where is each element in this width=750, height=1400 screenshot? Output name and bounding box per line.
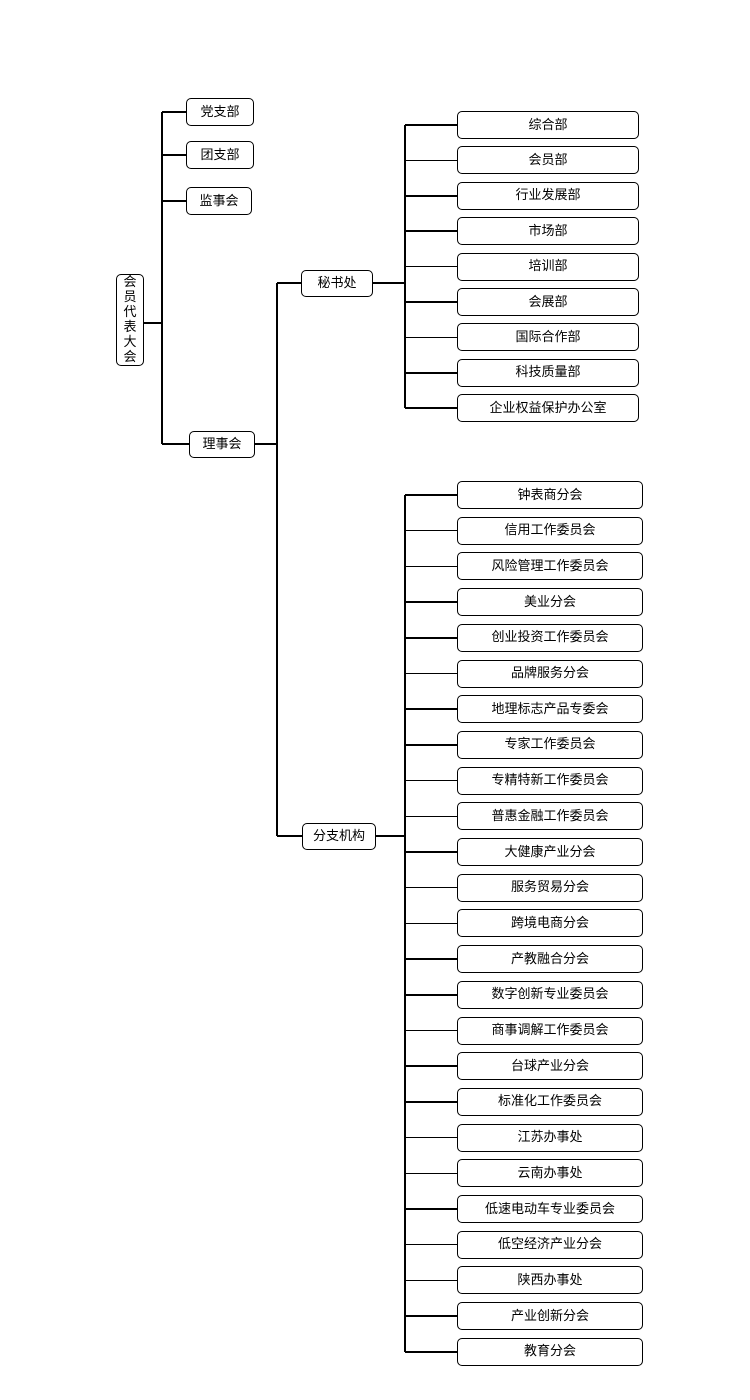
department-connector [405, 407, 457, 409]
party-connector [162, 154, 186, 156]
department-connector [405, 372, 457, 374]
branch-node-12: 服务贸易分会 [457, 873, 643, 902]
branches-connector [277, 835, 302, 837]
department-node-4: 市场部 [457, 217, 639, 246]
branch-connector [405, 1136, 457, 1139]
branch-node-15: 数字创新专业委员会 [457, 980, 643, 1009]
branch-connector [405, 1101, 457, 1103]
branch-node-8: 专家工作委员会 [457, 730, 643, 759]
party-node-2: 团支部 [186, 141, 254, 169]
branch-connector [405, 815, 457, 818]
branch-node-18: 标准化工作委员会 [457, 1087, 643, 1116]
branch-connector [405, 529, 457, 532]
branch-node-17: 台球产业分会 [457, 1052, 643, 1081]
branches-node: 分支机构 [302, 823, 376, 850]
council-connector [162, 443, 189, 445]
branch-connector [405, 494, 457, 496]
council-spine [276, 283, 278, 836]
department-connector [405, 230, 457, 232]
branch-node-20: 云南办事处 [457, 1159, 643, 1188]
branch-connector [405, 958, 457, 960]
branch-node-10: 普惠金融工作委员会 [457, 802, 643, 831]
branch-connector [405, 922, 457, 925]
secretariat-out [373, 282, 405, 284]
branch-node-1: 钟表商分会 [457, 481, 643, 509]
secretariat-connector [277, 282, 301, 284]
branch-node-3: 风险管理工作委员会 [457, 552, 643, 581]
branch-connector [405, 994, 457, 996]
branch-connector [405, 886, 457, 889]
department-connector [405, 265, 457, 268]
branch-node-14: 产教融合分会 [457, 945, 643, 974]
council-node: 理事会 [189, 431, 255, 458]
department-connector [405, 301, 457, 303]
root-connector [144, 322, 162, 324]
branch-connector [405, 851, 457, 853]
branch-node-11: 大健康产业分会 [457, 838, 643, 866]
branch-connector [405, 1172, 457, 1175]
department-connector [405, 195, 457, 197]
department-node-2: 会员部 [457, 146, 639, 175]
branch-node-21: 低速电动车专业委员会 [457, 1195, 643, 1223]
branch-node-13: 跨境电商分会 [457, 909, 643, 938]
department-connector [405, 159, 457, 162]
branch-connector [405, 1065, 457, 1067]
council-out [255, 443, 277, 445]
branch-node-22: 低空经济产业分会 [457, 1230, 643, 1259]
branch-connector [405, 1243, 457, 1246]
root-node: 会员代表大会 [116, 274, 144, 366]
department-node-9: 企业权益保护办公室 [457, 394, 639, 423]
department-connector [405, 336, 457, 339]
secretariat-node: 秘书处 [301, 270, 373, 297]
branch-node-23: 陕西办事处 [457, 1266, 643, 1295]
branch-connector [405, 1279, 457, 1282]
branch-node-5: 创业投资工作委员会 [457, 623, 643, 652]
branch-connector [405, 1315, 457, 1317]
department-node-8: 科技质量部 [457, 358, 639, 387]
branch-connector [405, 708, 457, 710]
branch-connector [405, 744, 457, 746]
department-node-5: 培训部 [457, 252, 639, 281]
branch-node-6: 品牌服务分会 [457, 659, 643, 688]
root-spine [161, 112, 163, 444]
department-node-3: 行业发展部 [457, 181, 639, 210]
branch-connector [405, 637, 457, 639]
branch-node-4: 美业分会 [457, 588, 643, 617]
branch-connector [405, 1029, 457, 1032]
branch-connector [405, 779, 457, 782]
branch-connector [405, 565, 457, 568]
branch-connector [405, 672, 457, 675]
department-node-7: 国际合作部 [457, 323, 639, 352]
branch-node-2: 信用工作委员会 [457, 516, 643, 545]
branch-node-9: 专精特新工作委员会 [457, 766, 643, 795]
branch-connector [405, 1351, 457, 1353]
branch-connector [405, 1208, 457, 1210]
party-connector [162, 200, 186, 202]
branch-node-7: 地理标志产品专委会 [457, 695, 643, 724]
department-node-6: 会展部 [457, 288, 639, 316]
branch-node-16: 商事调解工作委员会 [457, 1016, 643, 1045]
branch-connector [405, 601, 457, 603]
branch-node-19: 江苏办事处 [457, 1123, 643, 1152]
party-connector [162, 111, 186, 113]
party-node-1: 党支部 [186, 98, 254, 126]
department-node-1: 综合部 [457, 111, 639, 139]
branch-node-24: 产业创新分会 [457, 1302, 643, 1331]
branches-out [376, 835, 405, 837]
department-connector [405, 124, 457, 126]
branch-node-25: 教育分会 [457, 1337, 643, 1366]
party-node-3: 监事会 [186, 187, 252, 215]
